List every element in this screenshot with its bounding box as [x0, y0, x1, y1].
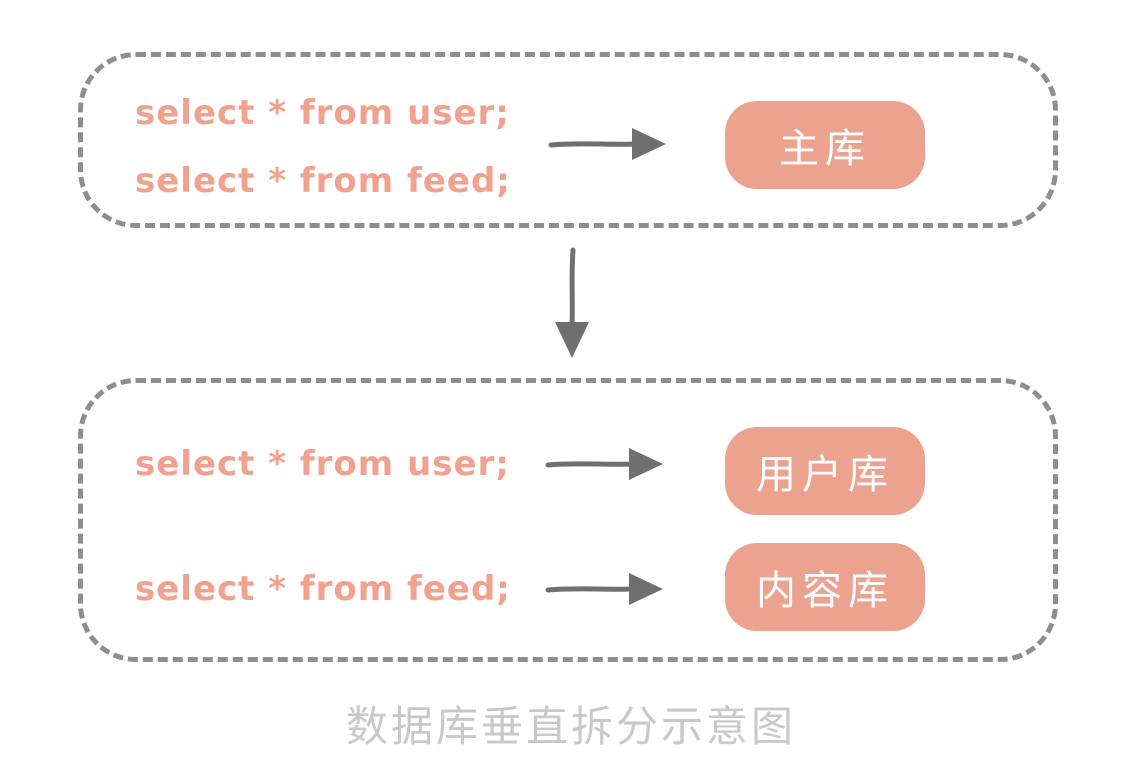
arrow-right-icon — [545, 448, 663, 480]
diagram-caption: 数据库垂直拆分示意图 — [345, 702, 796, 751]
database-box-content: 内容库 — [725, 543, 925, 631]
arrow-right-icon — [548, 128, 666, 160]
sql-query: select * from feed; — [135, 569, 511, 609]
database-label: 主库 — [779, 126, 871, 172]
before-split-panel: select * from user; select * from feed; … — [78, 52, 1058, 228]
sql-query: select * from user; — [135, 93, 510, 133]
database-label: 用户库 — [756, 452, 894, 498]
sql-query: select * from feed; — [135, 161, 511, 201]
after-split-panel: select * from user; 用户库 select * from fe… — [78, 378, 1058, 662]
database-box-main: 主库 — [725, 101, 925, 189]
arrow-right-icon — [545, 573, 663, 605]
sql-query: select * from user; — [135, 444, 510, 484]
database-box-user: 用户库 — [725, 427, 925, 515]
arrow-down-icon — [555, 247, 589, 358]
database-label: 内容库 — [756, 568, 894, 614]
